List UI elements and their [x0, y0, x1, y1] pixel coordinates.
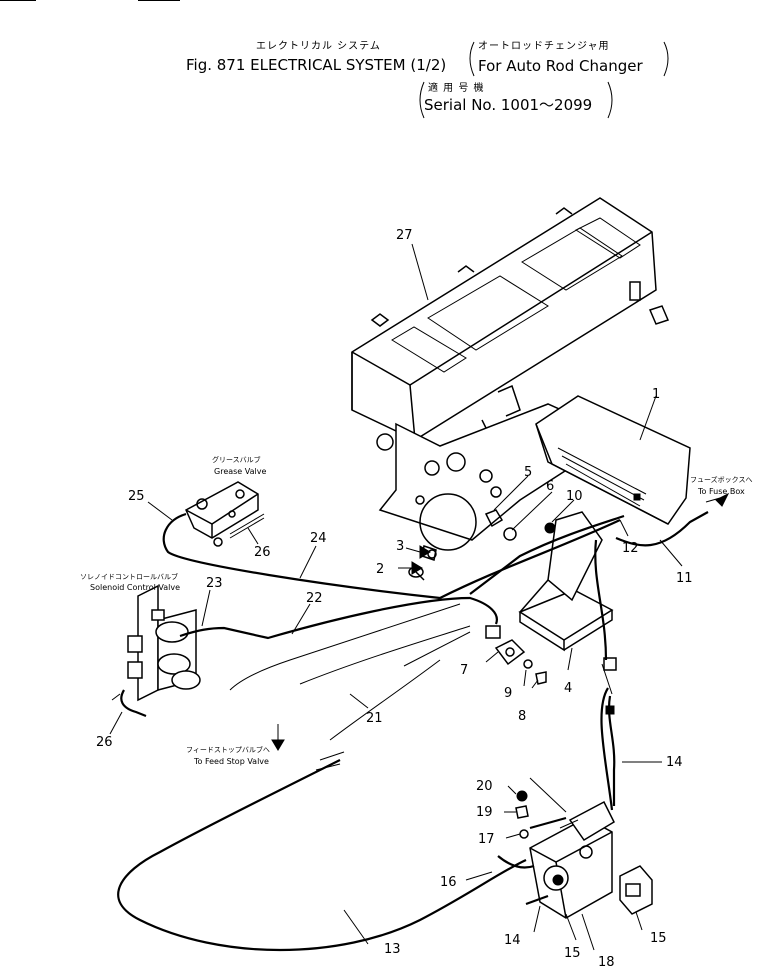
fuse-box-label: To Fuse Box	[697, 487, 745, 496]
fuse-box-jp-label: フューズボックスへ	[690, 475, 752, 484]
callout-17: 17	[478, 832, 495, 847]
jp-title: エレクトリカル システム	[256, 41, 381, 52]
solenoid-valve-jp-label: ソレノイドコントロールバルブ	[80, 572, 178, 581]
sensor	[485, 625, 526, 666]
jp-application: オートロッドチェンジャ用	[478, 41, 610, 52]
callout-3: 3	[396, 539, 404, 554]
grease-valve-jp-label: グリースバルブ	[212, 455, 261, 464]
en-title: Fig. 871 ELECTRICAL SYSTEM (1/2)	[186, 56, 447, 74]
callout-6: 6	[546, 479, 554, 494]
callout-1: 1	[652, 387, 660, 402]
callout-13: 13	[384, 942, 401, 957]
callout-11: 11	[676, 571, 693, 586]
callout-24: 24	[310, 531, 327, 546]
callout-20: 20	[476, 779, 493, 794]
callout-18: 18	[598, 955, 615, 970]
callout-14-upper: 14	[666, 755, 683, 770]
callout-2: 2	[376, 562, 384, 577]
callout-27: 27	[396, 228, 413, 243]
callout-15-left: 15	[564, 946, 581, 961]
cables	[111, 511, 709, 952]
feed-stop-jp-label: フィードストップバルブへ	[186, 745, 270, 754]
callout-16: 16	[440, 875, 457, 890]
callout-19: 19	[476, 805, 493, 820]
callout-4: 4	[564, 681, 572, 696]
callout-22: 22	[306, 591, 323, 606]
top-rule-left	[0, 0, 36, 1]
callout-7: 7	[460, 663, 468, 678]
callout-15-right: 15	[650, 931, 667, 946]
callout-5: 5	[524, 465, 532, 480]
callout-12: 12	[622, 541, 639, 556]
leader-lines	[109, 243, 721, 951]
callout-26-lower: 26	[96, 735, 113, 750]
grease-valve	[185, 481, 265, 547]
control-box	[535, 395, 691, 525]
top-rule-right	[138, 0, 180, 1]
solenoid-valve-label: Solenoid Control Valve	[90, 583, 180, 592]
en-serial: Serial No. 1001～2099	[424, 96, 593, 114]
feed-stop-label: To Feed Stop Valve	[193, 757, 269, 766]
callout-25: 25	[128, 489, 145, 504]
en-application: For Auto Rod Changer	[478, 57, 643, 75]
callout-26-upper: 26	[254, 545, 271, 560]
solenoid-control-valve	[127, 584, 201, 702]
callouts: 1 2 3 4 5 6 7 8 9 10 11 12 13 14 14 15 1…	[96, 228, 693, 970]
arrows	[271, 492, 730, 751]
grease-valve-label: Grease Valve	[214, 467, 266, 476]
callout-21: 21	[366, 711, 383, 726]
callout-14-lower: 14	[504, 933, 521, 948]
callout-9: 9	[504, 686, 512, 701]
title-brackets	[419, 41, 669, 119]
switch-box	[529, 800, 653, 919]
callout-23: 23	[206, 576, 223, 591]
jp-serial-label: 適 用 号 機	[428, 83, 485, 94]
callout-10: 10	[566, 489, 583, 504]
cover-box	[351, 197, 670, 451]
callout-8: 8	[518, 709, 526, 724]
